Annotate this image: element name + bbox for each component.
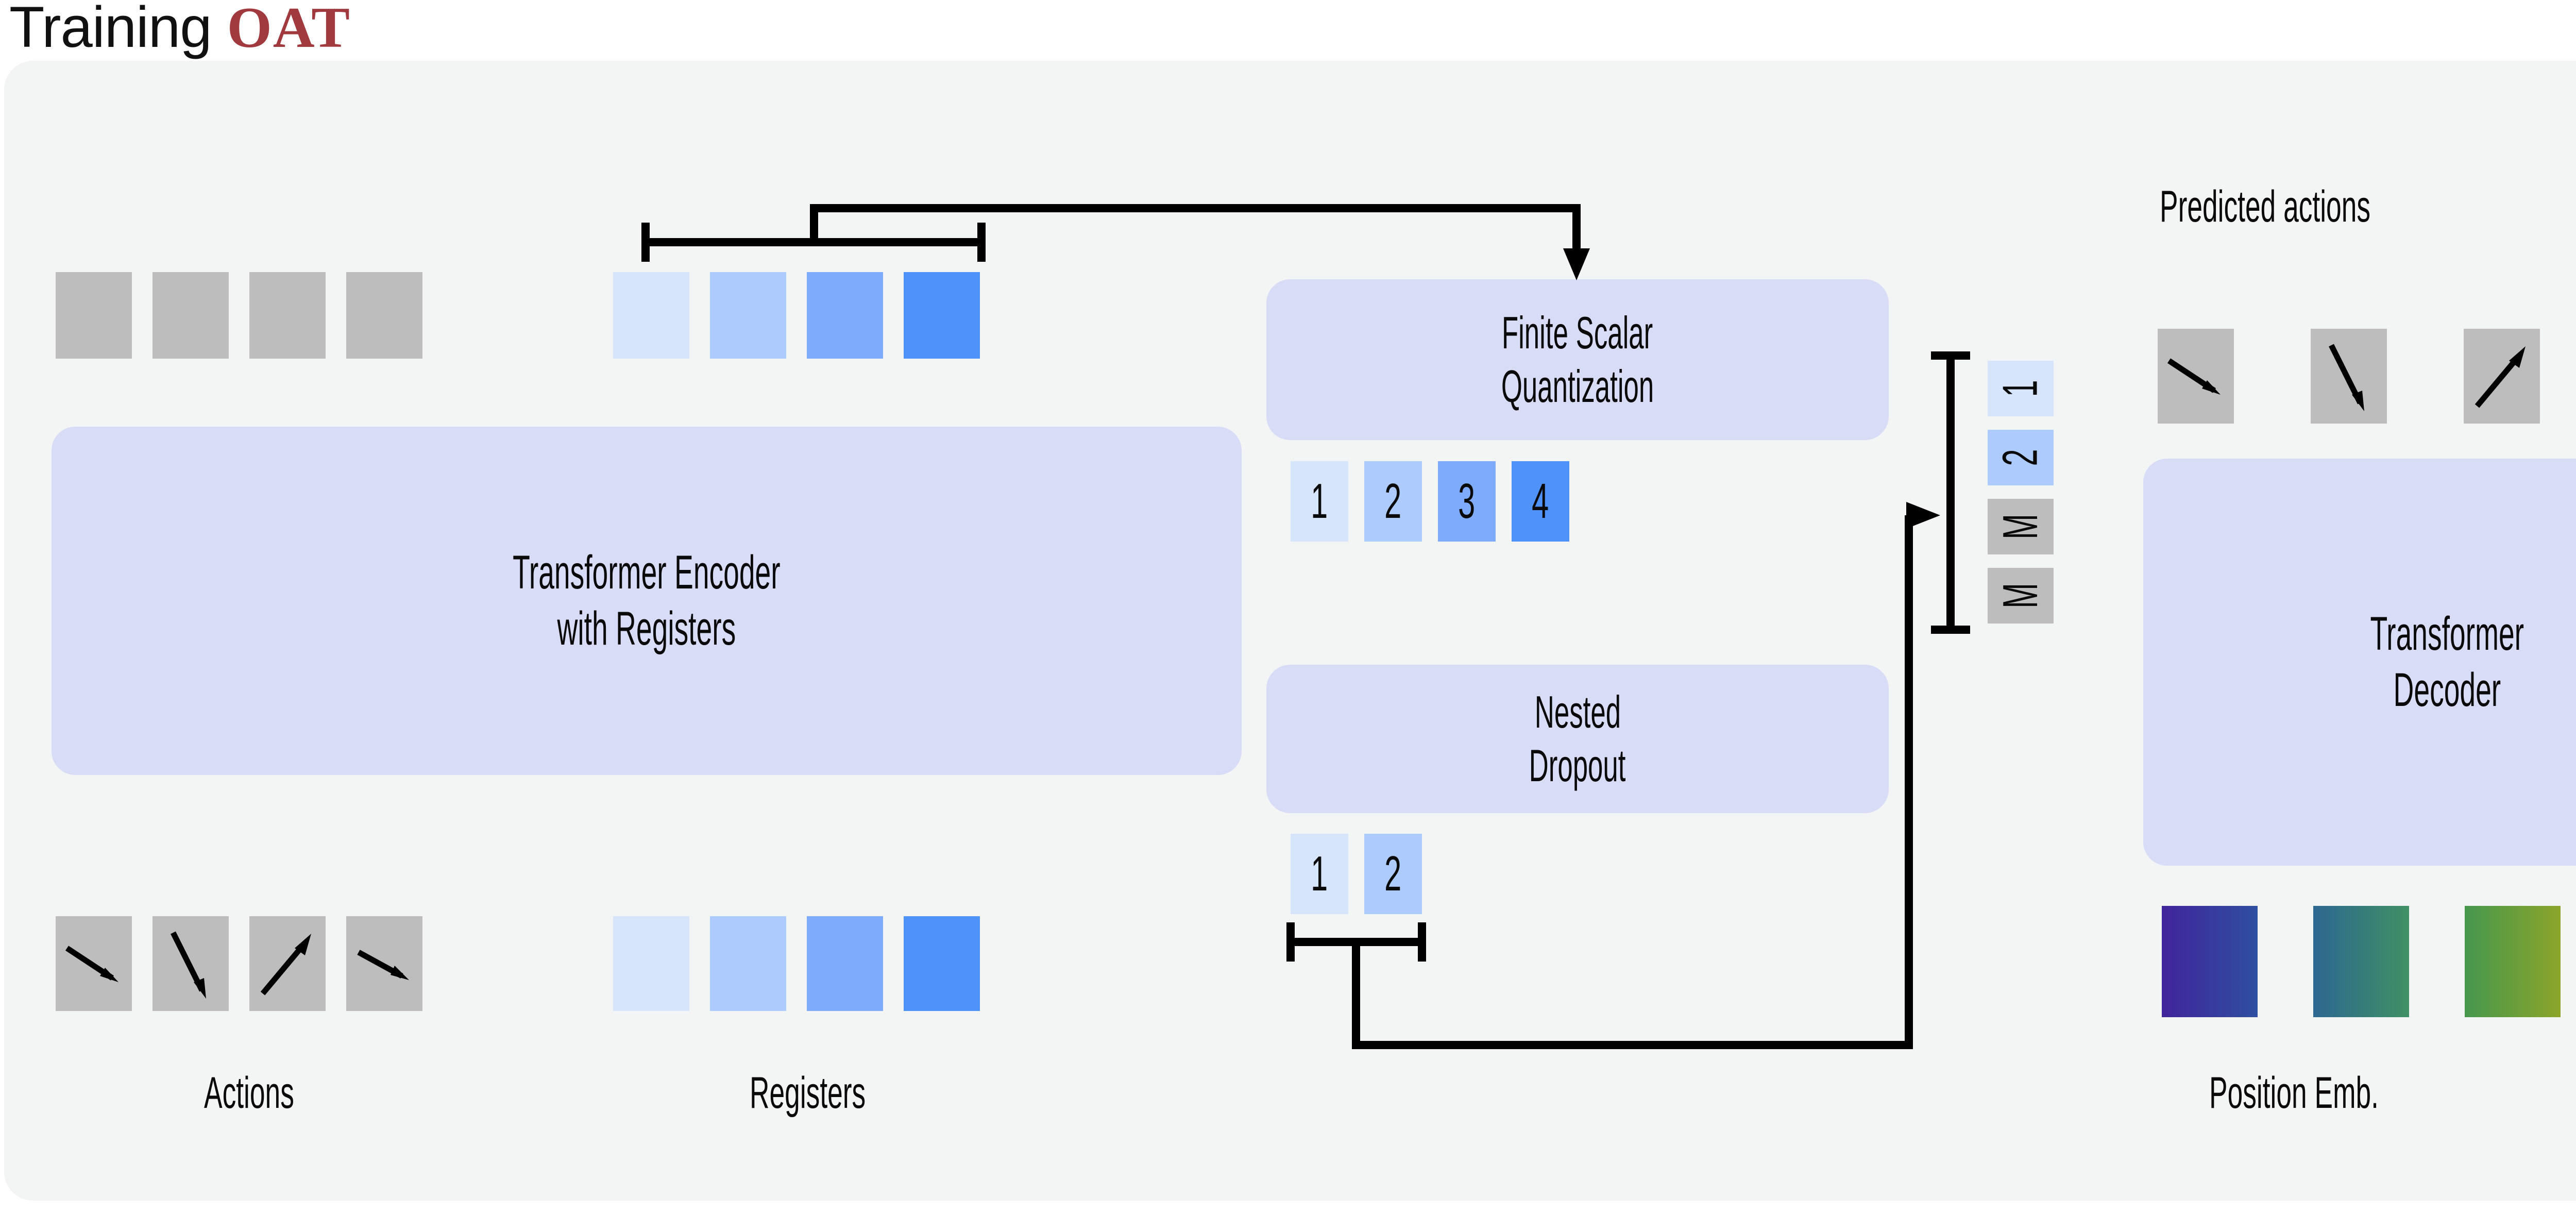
transformer-decoder-module[interactable]: Transformer Decoder	[2143, 459, 2576, 866]
action-token	[346, 916, 422, 1011]
nested-dropout-module-line1: Nested	[1534, 686, 1621, 738]
fsq-module-line2: Quantization	[1501, 361, 1654, 412]
page-title-left: Training OAT	[9, 0, 351, 61]
arrow-up-right-icon	[2475, 346, 2526, 408]
bottom-register-token	[807, 916, 883, 1011]
position-emb-label: Position Emb.	[2209, 1068, 2379, 1118]
input-register-token	[710, 272, 786, 359]
input-register-token	[807, 272, 883, 359]
nested-dropout-module-line2: Dropout	[1529, 740, 1626, 791]
position-embedding-token	[2313, 906, 2409, 1017]
decoder-mask-token: M	[1988, 568, 2054, 624]
nested-dropout-code-token: 2	[1364, 834, 1422, 914]
input-context-token	[152, 272, 229, 359]
input-context-token	[249, 272, 326, 359]
input-context-token	[56, 272, 132, 359]
transformer-encoder-module[interactable]: Transformer Encoder with Registers	[52, 427, 1242, 775]
page-title-oat-accent: OAT	[227, 0, 351, 60]
predicted-action-token	[2311, 329, 2387, 424]
action-token	[56, 916, 132, 1011]
fsq-code-token: 1	[1291, 461, 1348, 542]
decoder-mask-token: M	[1988, 499, 2054, 554]
decoder-input-token: 1	[1988, 361, 2054, 416]
arrow-down-icon	[171, 931, 206, 999]
input-register-token	[904, 272, 980, 359]
predicted-actions-label: Predicted actions	[2160, 182, 2371, 231]
decoder-input-token: 2	[1988, 430, 2054, 485]
position-embedding-token	[2465, 906, 2561, 1017]
fsq-module-line1: Finite Scalar	[1502, 307, 1653, 359]
decoder-module-line2: Decoder	[2393, 664, 2501, 716]
encoder-module-line1: Transformer Encoder	[513, 546, 781, 599]
nested-dropout-code-token: 1	[1291, 834, 1348, 914]
predicted-action-token	[2158, 329, 2234, 424]
decoder-module-line1: Transformer	[2370, 608, 2524, 661]
bottom-register-token	[613, 916, 689, 1011]
arrow-right-icon	[357, 950, 409, 980]
action-token	[152, 916, 229, 1011]
nested-dropout-module[interactable]: Nested Dropout	[1266, 665, 1889, 813]
bottom-register-token	[904, 916, 980, 1011]
arrow-down-icon	[2329, 344, 2364, 411]
input-register-token	[613, 272, 689, 359]
fsq-code-token: 2	[1364, 461, 1422, 542]
fsq-code-token: 4	[1512, 461, 1569, 542]
position-embedding-token	[2162, 906, 2258, 1017]
predicted-action-token	[2464, 329, 2540, 424]
arrow-down-right-icon	[65, 946, 118, 982]
fsq-code-token: 3	[1438, 461, 1496, 542]
page-title-left-prefix: Training	[9, 0, 227, 59]
registers-label: Registers	[750, 1068, 866, 1118]
input-context-token	[346, 272, 422, 359]
encoder-module-line2: with Registers	[557, 602, 736, 655]
actions-label: Actions	[204, 1068, 294, 1118]
arrow-up-right-icon	[260, 934, 311, 996]
bottom-register-token	[710, 916, 786, 1011]
arrow-down-right-icon	[2167, 358, 2221, 395]
finite-scalar-quantization-module[interactable]: Finite Scalar Quantization	[1266, 279, 1889, 440]
action-token	[249, 916, 326, 1011]
